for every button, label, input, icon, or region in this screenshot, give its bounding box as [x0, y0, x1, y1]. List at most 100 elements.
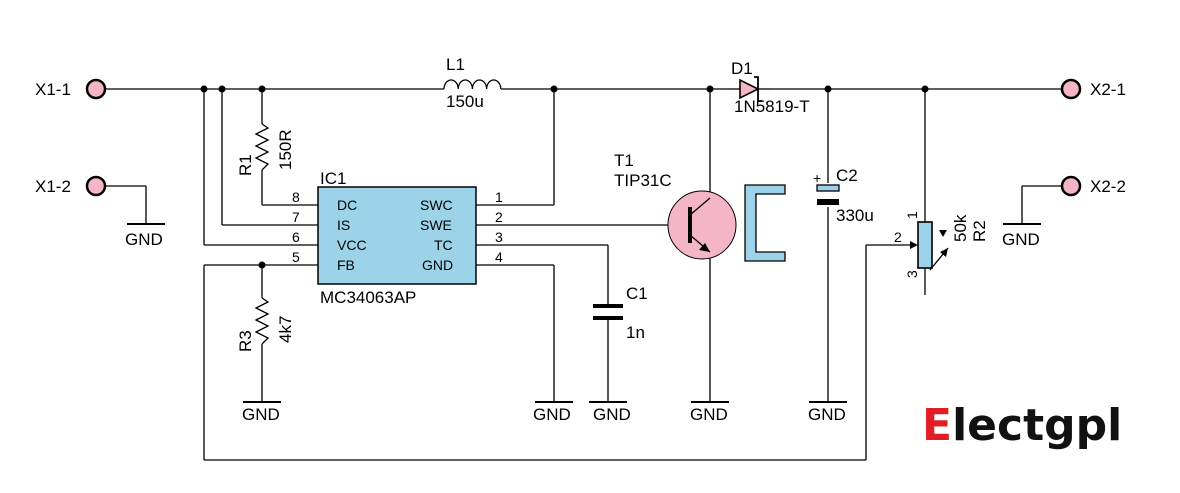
gnd-symbol: GND — [533, 401, 573, 424]
ic-pin-name: IS — [337, 217, 350, 233]
component-ref: R3 — [236, 330, 255, 352]
brand-logo: Electgpl — [922, 400, 1122, 451]
capacitor-positive-plate — [816, 184, 840, 192]
connector-label: X1-1 — [35, 80, 71, 99]
heatsink-shape — [744, 184, 786, 262]
ic-pin-name: FB — [337, 257, 355, 273]
wiper-arrow — [910, 241, 918, 249]
transistor-t1: T1 TIP31C — [614, 151, 737, 260]
junction-dot — [258, 85, 266, 93]
connector-x2-1: X2-1 — [1060, 78, 1126, 100]
ic-ref: IC1 — [320, 169, 346, 188]
transistor-body — [667, 190, 737, 260]
inductor-l1: L1 150u — [443, 55, 502, 111]
brand-wordmark: Electgpl — [922, 400, 1122, 451]
ic-pin-number: 4 — [495, 249, 503, 265]
ic-pin-name: GND — [422, 257, 453, 273]
capacitor-c1: C1 1n — [593, 284, 648, 342]
pot-pin-number: 2 — [894, 229, 902, 245]
ic-pin-number: 5 — [292, 249, 300, 265]
component-ref: C1 — [626, 284, 648, 303]
ground-symbols: GND GND GND GND GND GND GND — [125, 223, 1041, 424]
trim-arrow-icon — [939, 230, 947, 237]
ic-pin-number: 8 — [292, 189, 300, 205]
terminal-pad — [85, 78, 107, 100]
terminal-pad — [1060, 78, 1082, 100]
ic-pin-number: 7 — [292, 209, 300, 225]
capacitor-c2: + C2 330u — [813, 166, 874, 225]
ic-pin-number: 1 — [495, 189, 503, 205]
connector-label: X2-2 — [1090, 177, 1126, 196]
component-ref: C2 — [836, 166, 858, 185]
wires — [105, 88, 1062, 461]
ic-pin-number: 2 — [495, 209, 503, 225]
pot-pin-number: 3 — [904, 270, 920, 278]
ic-pin-number: 3 — [495, 229, 503, 245]
component-value: TIP31C — [614, 171, 672, 190]
ic-pin-name: SWE — [420, 217, 452, 233]
brand-first-letter: E — [922, 400, 952, 451]
gnd-label: GND — [808, 405, 846, 424]
component-value: 150u — [446, 92, 484, 111]
terminal-pad — [85, 175, 107, 197]
component-value: 4k7 — [276, 316, 295, 343]
gnd-symbol: GND — [589, 401, 631, 424]
emitter-arrow — [699, 243, 710, 252]
brand-rest: lectgpl — [952, 400, 1122, 451]
gnd-label: GND — [125, 230, 163, 249]
junction-dot — [824, 85, 832, 93]
capacitor-negative-plate — [817, 199, 839, 205]
junction-dot — [706, 85, 714, 93]
junction-dot — [550, 85, 558, 93]
gnd-symbol: GND — [690, 401, 729, 424]
adjust-arrow — [940, 248, 948, 257]
inductor-coil — [443, 79, 502, 90]
gnd-label: GND — [533, 405, 571, 424]
connector-x2-2: X2-2 — [1060, 175, 1126, 197]
polarity-mark: + — [813, 170, 821, 186]
junction-dots — [200, 85, 929, 269]
component-value: 1n — [626, 323, 645, 342]
connector-label: X2-1 — [1090, 80, 1126, 99]
component-value: 330u — [836, 206, 874, 225]
component-ref: R1 — [236, 154, 255, 176]
resistor-zigzag — [254, 297, 270, 345]
gnd-label: GND — [690, 405, 728, 424]
gnd-label: GND — [1002, 230, 1040, 249]
potentiometer-body — [917, 221, 933, 269]
connector-x1-1: X1-1 — [35, 78, 107, 100]
gnd-label: GND — [242, 405, 280, 424]
component-ref: T1 — [614, 151, 634, 170]
component-value: 50k — [951, 214, 970, 242]
resistor-r1: R1 150R — [236, 123, 295, 176]
diode-triangle — [739, 78, 760, 100]
gnd-symbol: GND — [125, 223, 165, 249]
component-value: 1N5819-T — [734, 97, 810, 116]
component-ref: R2 — [970, 220, 989, 242]
pot-pin-number: 1 — [904, 211, 920, 219]
gnd-label: GND — [593, 405, 631, 424]
component-ref: L1 — [446, 55, 465, 74]
junction-dot — [218, 85, 226, 93]
ic-pin-name: DC — [337, 197, 357, 213]
component-ref: D1 — [731, 59, 753, 78]
resistor-r3: R3 4k7 — [236, 297, 295, 352]
potentiometer-r2: 1 2 3 50k R2 — [894, 211, 989, 278]
ic-mc34063ap: IC1 MC34063AP 8 DC 7 IS 6 VCC 5 FB 1 SWC… — [292, 169, 503, 307]
gnd-symbol: GND — [808, 401, 847, 424]
junction-dot — [921, 85, 929, 93]
ic-pin-number: 6 — [292, 229, 300, 245]
ic-body — [317, 186, 477, 285]
junction-dot — [200, 85, 208, 93]
resistor-zigzag — [254, 123, 270, 171]
junction-dot — [258, 261, 266, 269]
gnd-symbol: GND — [242, 401, 281, 424]
gnd-symbol: GND — [1002, 223, 1041, 249]
diode-d1: D1 1N5819-T — [727, 59, 810, 116]
ic-pin-name: VCC — [337, 237, 367, 253]
ic-part-number: MC34063AP — [320, 288, 416, 307]
ic-pin-name: TC — [434, 237, 453, 253]
ic-pin-name: SWC — [420, 197, 453, 213]
terminal-pad — [1060, 175, 1082, 197]
connector-x1-2: X1-2 — [35, 175, 107, 197]
